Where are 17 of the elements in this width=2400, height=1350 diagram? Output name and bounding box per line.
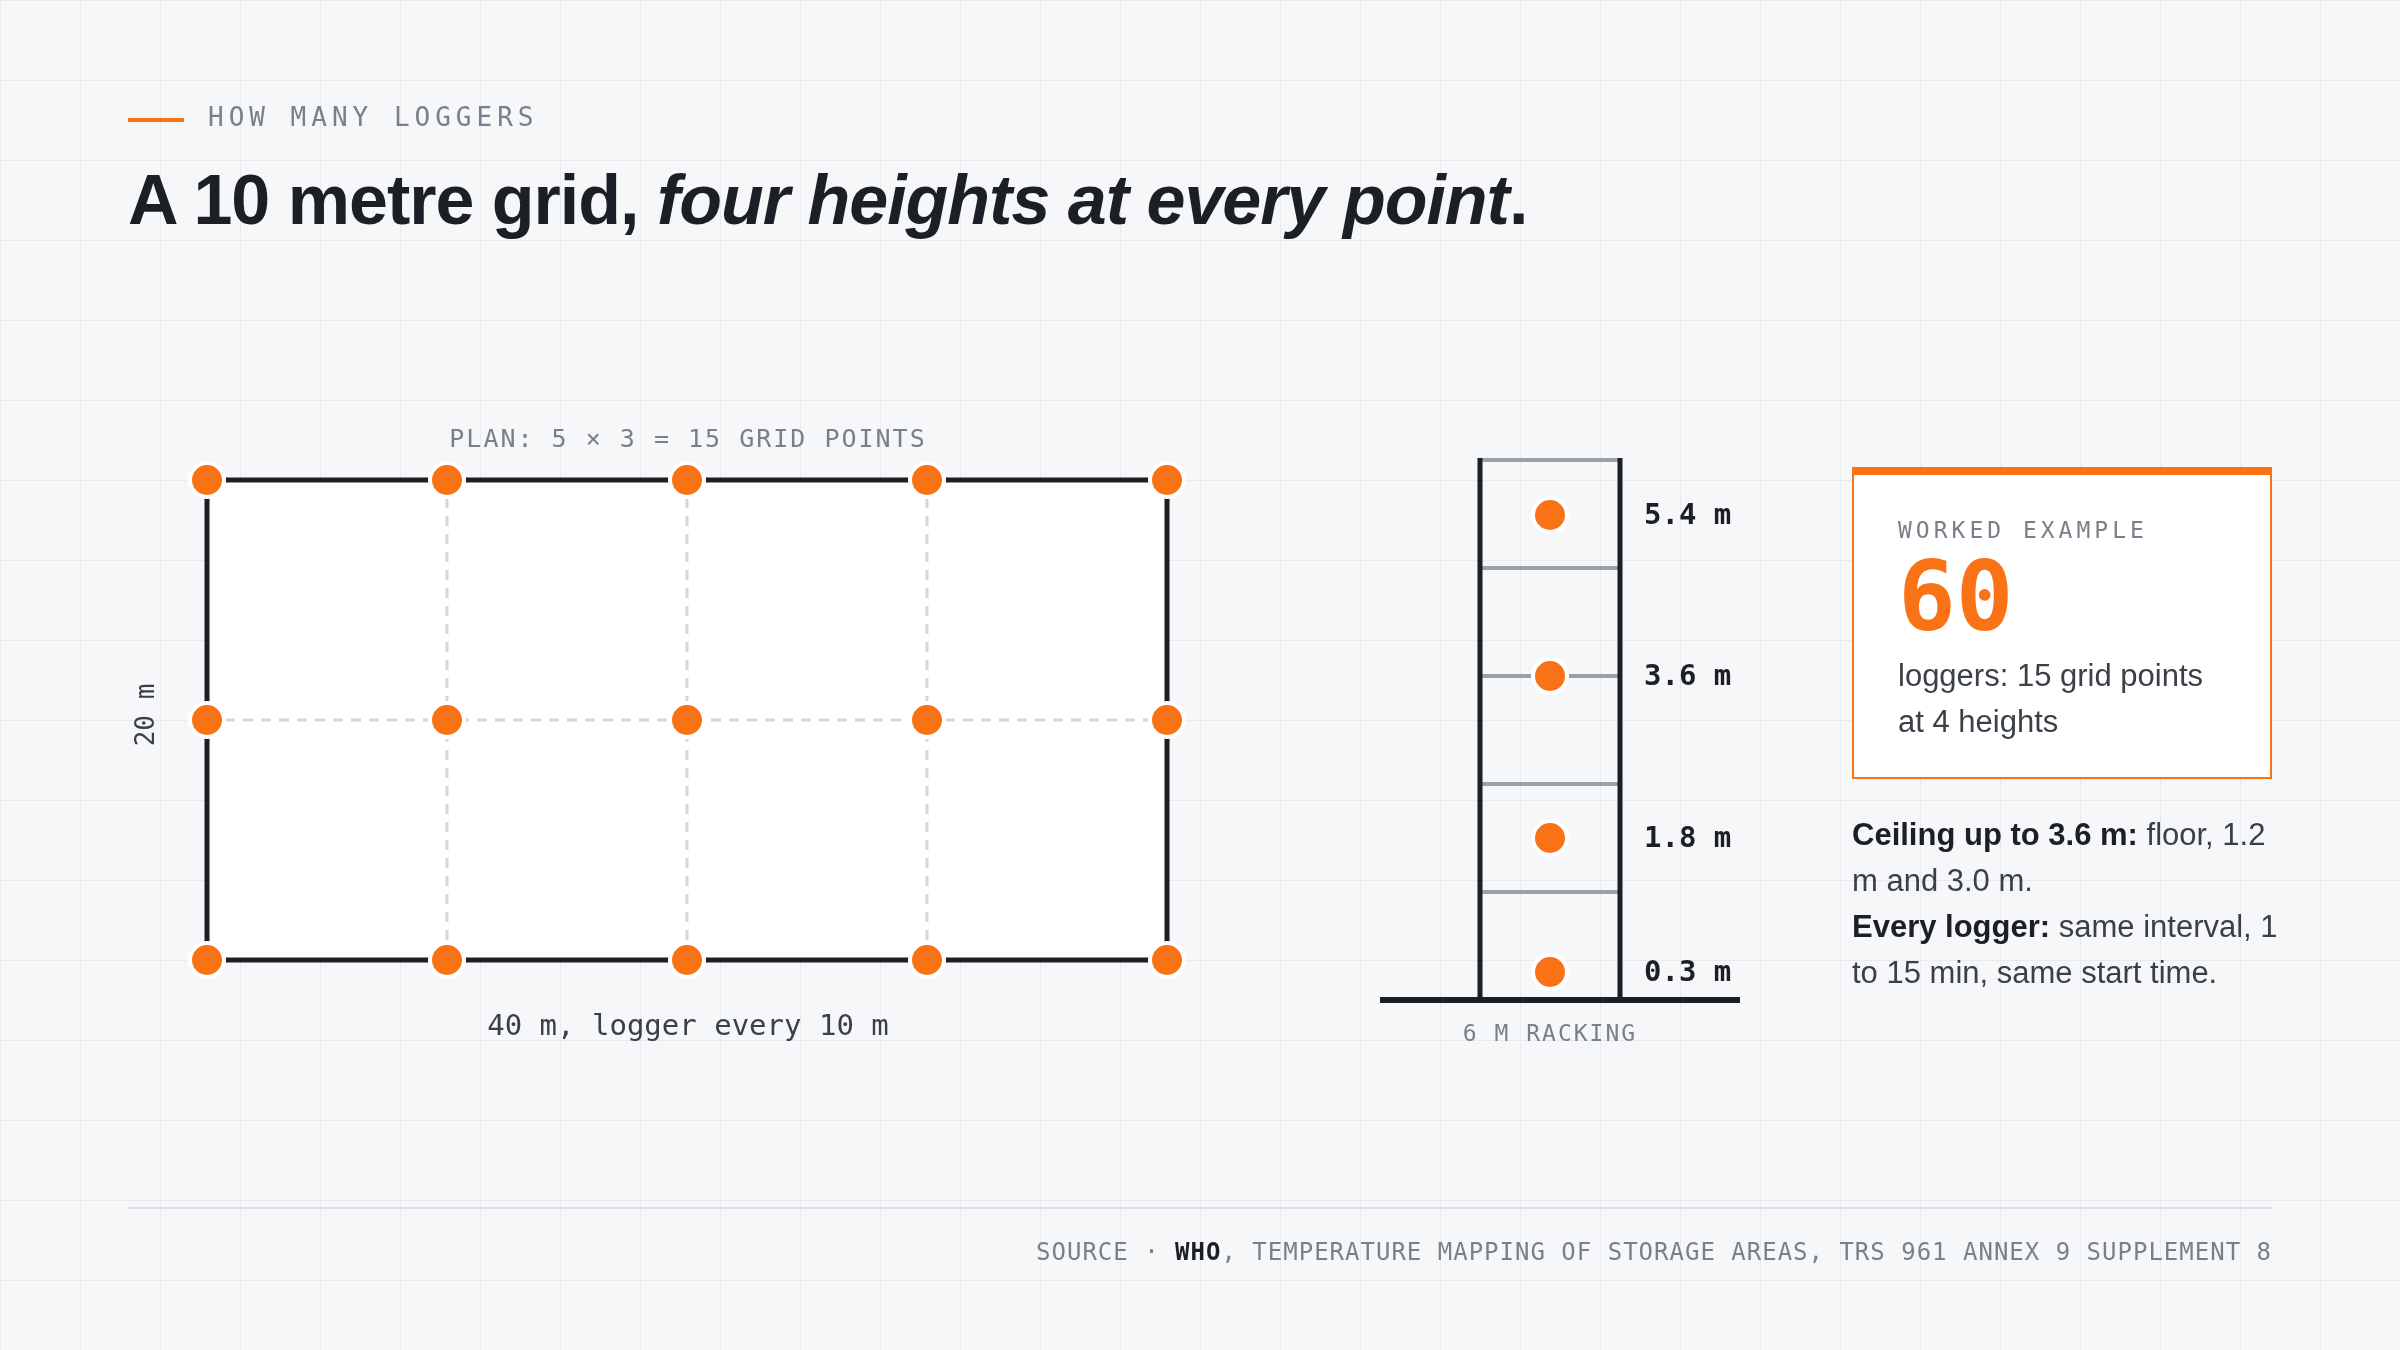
source-text: SOURCE · WHO, TEMPERATURE MAPPING OF STORAGE AREAS, TRS 961 ANNEX 9 SUPPLEMENT 8	[1035, 1238, 2272, 1266]
note-text: Every logger: same interval, 1 to 15 min, same start time.	[1852, 908, 2279, 992]
height-label: 3.6 m	[1644, 658, 1732, 692]
title: A 10 metre grid, four heights at every point.	[128, 160, 1528, 240]
card-text: loggers: 15 grid points at 4 heights	[1898, 657, 2205, 741]
dimension-label: 40 m, logger every 10 m	[486, 1008, 890, 1042]
height-label: 1.8 m	[1644, 820, 1732, 854]
height-label: 0.3 m	[1644, 954, 1732, 988]
big-number: 60	[1898, 547, 2014, 647]
dimension-label: 20 m	[130, 682, 160, 749]
height-label: 5.4 m	[1644, 497, 1732, 531]
racking-caption: 6 M RACKING	[1461, 1020, 1639, 1046]
card-heading: WORKED EXAMPLE	[1898, 517, 2148, 543]
note-text: Ceiling up to 3.6 m: floor, 1.2 m and 3.0 m.	[1852, 816, 2267, 900]
plan-caption: PLAN: 5 × 3 = 15 GRID POINTS	[448, 424, 928, 453]
worked-example-card	[1852, 467, 2272, 779]
kicker-text: HOW MANY LOGGERS	[208, 102, 539, 132]
